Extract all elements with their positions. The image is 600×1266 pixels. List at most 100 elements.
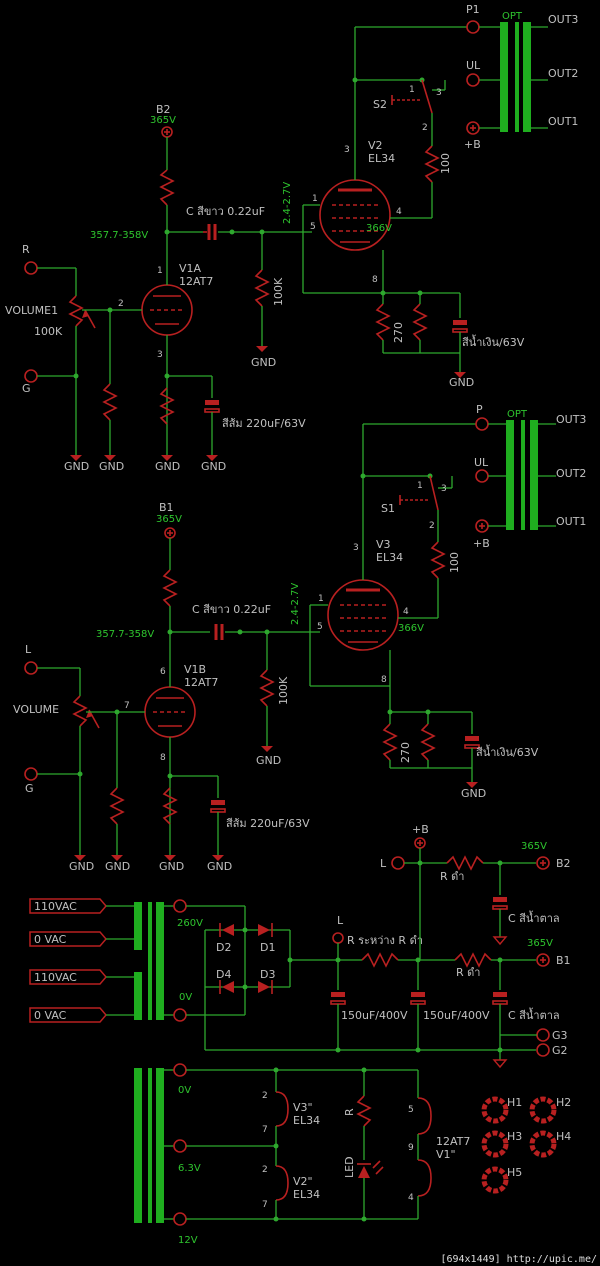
screen-resistor-100 — [424, 145, 440, 183]
svg-text:3: 3 — [436, 88, 442, 98]
plate-resistor — [159, 169, 175, 206]
input-l-jack[interactable] — [24, 661, 38, 675]
switch-s2[interactable] — [421, 79, 433, 114]
svg-text:100K: 100K — [277, 676, 290, 705]
volume1-pot[interactable] — [68, 295, 84, 327]
svg-text:GND: GND — [155, 460, 180, 473]
ac-input-2 — [29, 931, 107, 947]
plate-resistor-2 — [162, 569, 178, 607]
opt-label: OPT — [502, 11, 523, 22]
svg-text:R: R — [343, 1108, 356, 1116]
hole-h3: H3 — [481, 1130, 522, 1158]
svg-text:365V: 365V — [156, 514, 182, 525]
coupling-cap-label: C สีขาว 0.22uF — [186, 205, 265, 218]
svg-text:P1: P1 — [466, 3, 480, 16]
switch-s1[interactable] — [429, 475, 439, 511]
svg-text:+B: +B — [464, 138, 481, 151]
resistor-between — [361, 952, 399, 968]
input-r-jack[interactable] — [24, 261, 38, 275]
svg-text:4: 4 — [396, 207, 402, 217]
svg-text:UL: UL — [474, 456, 489, 469]
svg-text:สีน้ำเงิน/63V: สีน้ำเงิน/63V — [476, 744, 539, 759]
svg-text:C สีขาว 0.22uF: C สีขาว 0.22uF — [192, 603, 271, 616]
svg-text:1: 1 — [417, 481, 423, 491]
svg-text:EL34: EL34 — [293, 1188, 320, 1201]
svg-text:OUT2: OUT2 — [548, 67, 578, 80]
heater-v2 — [275, 1165, 289, 1201]
cathode-resistor-2 — [162, 787, 178, 825]
svg-text:GND: GND — [251, 356, 276, 369]
svg-text:D1: D1 — [260, 941, 275, 954]
hole-h1: H1 — [481, 1096, 522, 1124]
svg-text:100: 100 — [448, 552, 461, 573]
hole-h2: H2 — [529, 1096, 571, 1124]
tap-heater-12v — [173, 1212, 187, 1226]
ac-input-3 — [29, 969, 107, 985]
svg-text:365V: 365V — [521, 841, 547, 852]
grid-stopper-2 — [109, 787, 125, 825]
heater-v1-a — [417, 1097, 432, 1135]
svg-text:R: R — [22, 243, 30, 256]
input-g-jack[interactable] — [24, 369, 38, 383]
svg-text:GND: GND — [69, 860, 94, 873]
svg-text:V3: V3 — [376, 538, 391, 551]
svg-text:GND: GND — [461, 787, 486, 800]
l-tap — [332, 932, 344, 944]
volume-pot[interactable] — [72, 695, 88, 727]
power-transformer-secondary — [156, 902, 164, 1020]
tap-heater-6v3 — [173, 1139, 187, 1153]
svg-text:1: 1 — [312, 194, 318, 204]
cathode-resistor-270c — [382, 723, 398, 761]
svg-text:OUT1: OUT1 — [548, 115, 578, 128]
cathode-cap-blue: สีน้ำเงิน/63V — [462, 334, 525, 349]
svg-text:D4: D4 — [216, 968, 231, 981]
hole-h4: H4 — [529, 1130, 571, 1158]
svg-text:GND: GND — [105, 860, 130, 873]
opt-secondary — [523, 22, 531, 132]
svg-text:2: 2 — [118, 299, 124, 309]
volume1-label: VOLUME1 — [5, 304, 58, 317]
cap-150uf-2 — [411, 992, 425, 997]
cathode-resistor-270d — [420, 723, 436, 761]
heater-transformer-secondary — [156, 1068, 164, 1223]
svg-text:R ระหว่าง R ดำ: R ระหว่าง R ดำ — [347, 934, 423, 947]
opt-primary — [500, 22, 508, 132]
resistor-black-2 — [454, 952, 492, 968]
svg-text:7: 7 — [262, 1125, 268, 1135]
svg-text:H5: H5 — [507, 1166, 522, 1179]
cathode-cap-label: สีส้ม 220uF/63V — [222, 417, 306, 430]
tap-260v — [173, 899, 187, 913]
svg-text:GND: GND — [159, 860, 184, 873]
svg-text:P: P — [476, 403, 483, 416]
svg-text:9: 9 — [408, 1143, 414, 1153]
svg-text:G2: G2 — [552, 1044, 568, 1057]
svg-text:S1: S1 — [381, 502, 395, 515]
svg-text:LED: LED — [343, 1156, 356, 1178]
svg-text:L: L — [25, 643, 32, 656]
svg-text:100: 100 — [439, 153, 452, 174]
svg-text:2: 2 — [262, 1091, 268, 1101]
plate-voltage: 357.7-358V — [90, 230, 148, 241]
power-transformer-primary-2 — [134, 972, 142, 1020]
svg-text:B1: B1 — [556, 954, 571, 967]
svg-text:H1: H1 — [507, 1096, 522, 1109]
svg-text:7: 7 — [262, 1200, 268, 1210]
svg-text:1: 1 — [318, 594, 324, 604]
volume-label: VOLUME — [13, 703, 59, 716]
heater-section: 0V 6.3V 12V 2 7 2 7 V3" EL34 V2" EL34 R … — [134, 1063, 470, 1246]
input-g2-jack[interactable] — [24, 767, 38, 781]
svg-text:7: 7 — [124, 701, 130, 711]
svg-text:2: 2 — [422, 123, 428, 133]
svg-text:OUT3: OUT3 — [556, 413, 586, 426]
svg-text:L: L — [380, 857, 387, 870]
svg-text:100K: 100K — [272, 277, 285, 306]
channel-1: B2 365V 357.7-358V C สีขาว 0.22uF 2.4-2.… — [5, 3, 578, 473]
channel-2: B1 365V 357.7-358V C สีขาว 0.22uF 2.4-2.… — [13, 403, 586, 873]
svg-text:G3: G3 — [552, 1029, 568, 1042]
v2-name: V2 — [368, 139, 383, 152]
svg-text:H4: H4 — [556, 1130, 571, 1143]
svg-text:150uF/400V: 150uF/400V — [423, 1009, 490, 1022]
svg-text:5: 5 — [310, 222, 316, 232]
diode-d3 — [258, 981, 270, 993]
svg-text:260V: 260V — [177, 918, 203, 929]
